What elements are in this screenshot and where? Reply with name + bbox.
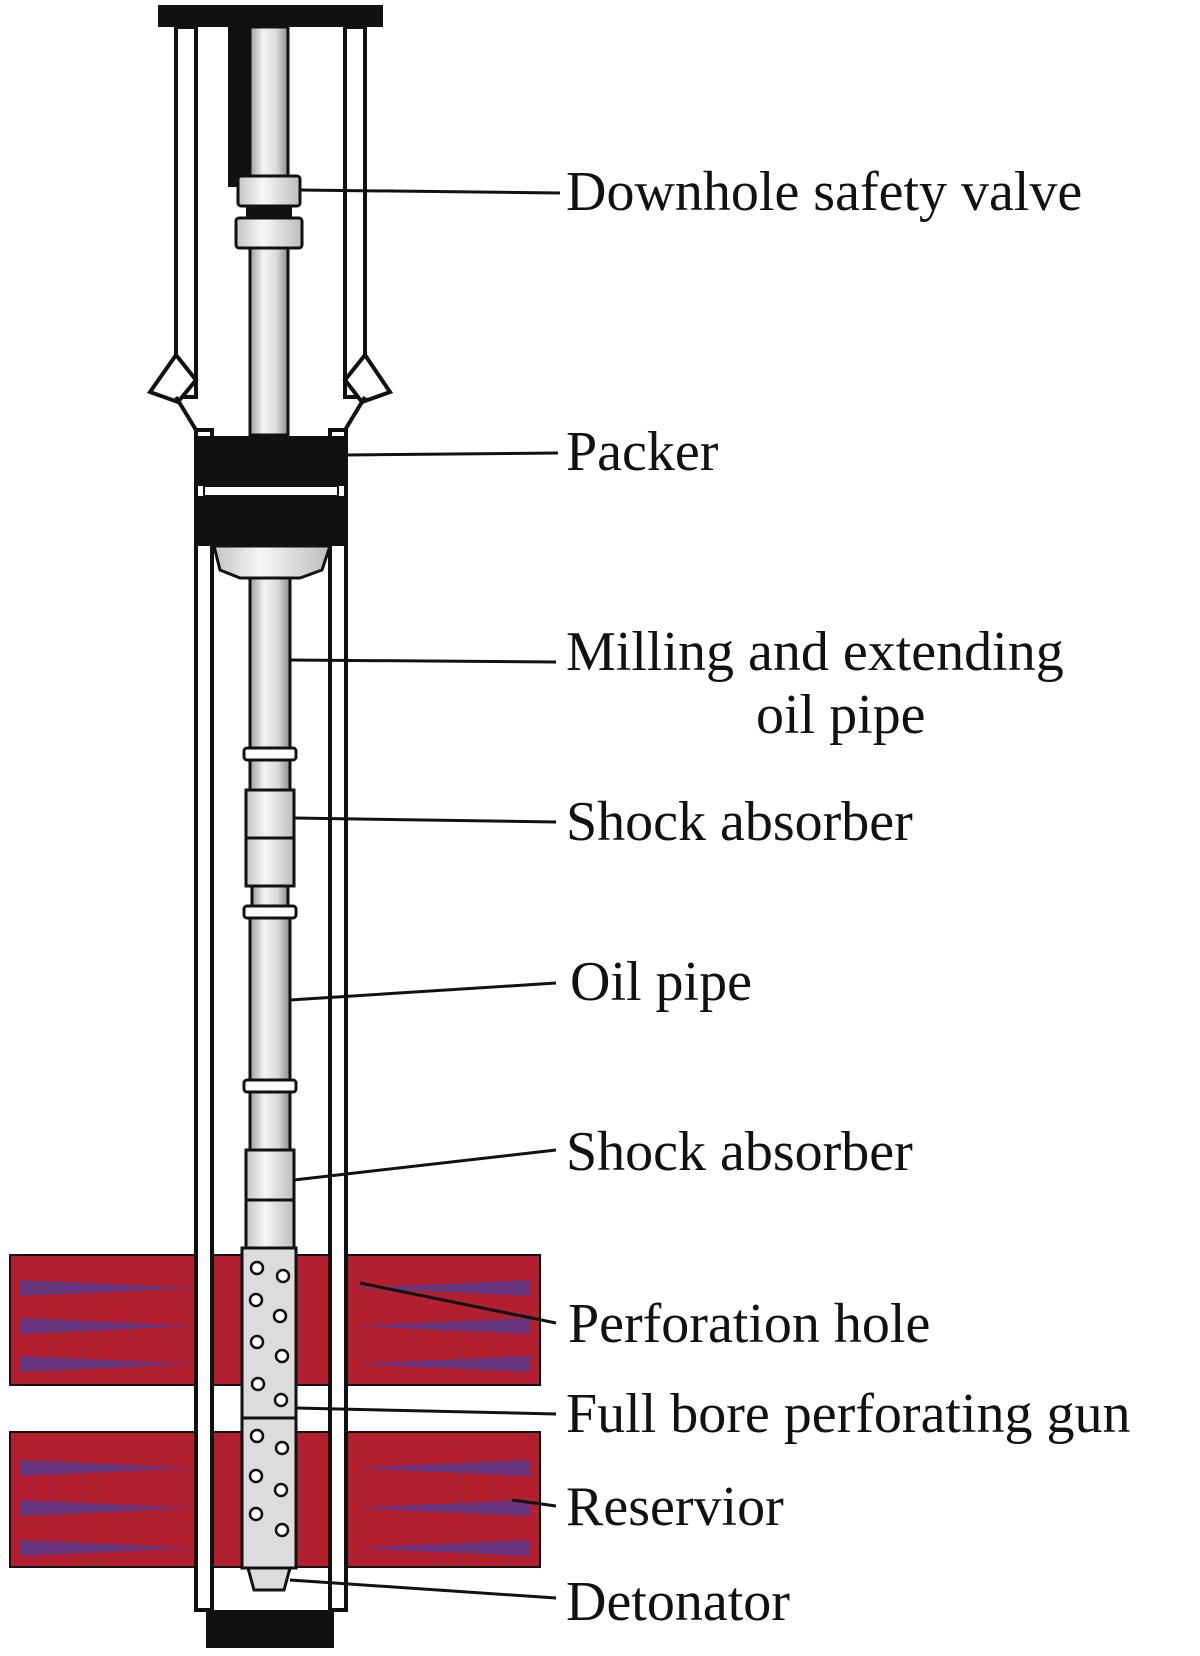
label-shock-absorber-1: Shock absorber bbox=[566, 791, 913, 853]
upper-tubing bbox=[228, 25, 290, 437]
milling-extending-oil-pipe bbox=[242, 576, 298, 762]
label-detonator: Detonator bbox=[566, 1571, 790, 1633]
label-shock-absorber-2: Shock absorber bbox=[566, 1121, 913, 1183]
label-milling-line1: Milling and extending bbox=[566, 621, 1064, 683]
leader-perforation-hole bbox=[359, 1281, 557, 1325]
leader-packer bbox=[345, 451, 559, 457]
downhole-safety-valve bbox=[234, 174, 304, 250]
leader-lines bbox=[289, 188, 561, 1600]
perforation-holes bbox=[248, 1260, 291, 1538]
leader-reservior bbox=[511, 1498, 557, 1508]
perforating-gun bbox=[240, 1246, 298, 1592]
label-perforation-hole: Perforation hole bbox=[568, 1293, 930, 1355]
casing bbox=[146, 5, 394, 1648]
label-full-bore-perforating-gun: Full bore perforating gun bbox=[566, 1383, 1131, 1445]
label-milling-line2: oil pipe bbox=[756, 684, 926, 746]
leader-downhole-safety-valve bbox=[299, 188, 561, 195]
labels: Downhole safety valve Packer Milling and… bbox=[566, 161, 1131, 1633]
leader-detonator bbox=[289, 1578, 557, 1600]
packer bbox=[196, 436, 346, 580]
label-downhole-safety-valve: Downhole safety valve bbox=[566, 161, 1082, 223]
leader-full-bore-gun bbox=[295, 1406, 557, 1416]
oil-pipe bbox=[242, 916, 298, 1094]
shock-absorber-upper bbox=[242, 758, 298, 920]
label-packer: Packer bbox=[566, 421, 719, 483]
label-oil-pipe: Oil pipe bbox=[570, 951, 752, 1013]
label-reservior: Reservior bbox=[566, 1476, 784, 1538]
shock-absorber-lower bbox=[244, 1090, 296, 1250]
leader-milling-oil-pipe bbox=[289, 658, 557, 664]
leader-shock-absorber-2 bbox=[293, 1148, 557, 1182]
leader-shock-absorber-1 bbox=[293, 816, 557, 824]
leader-oil-pipe bbox=[289, 981, 557, 1002]
